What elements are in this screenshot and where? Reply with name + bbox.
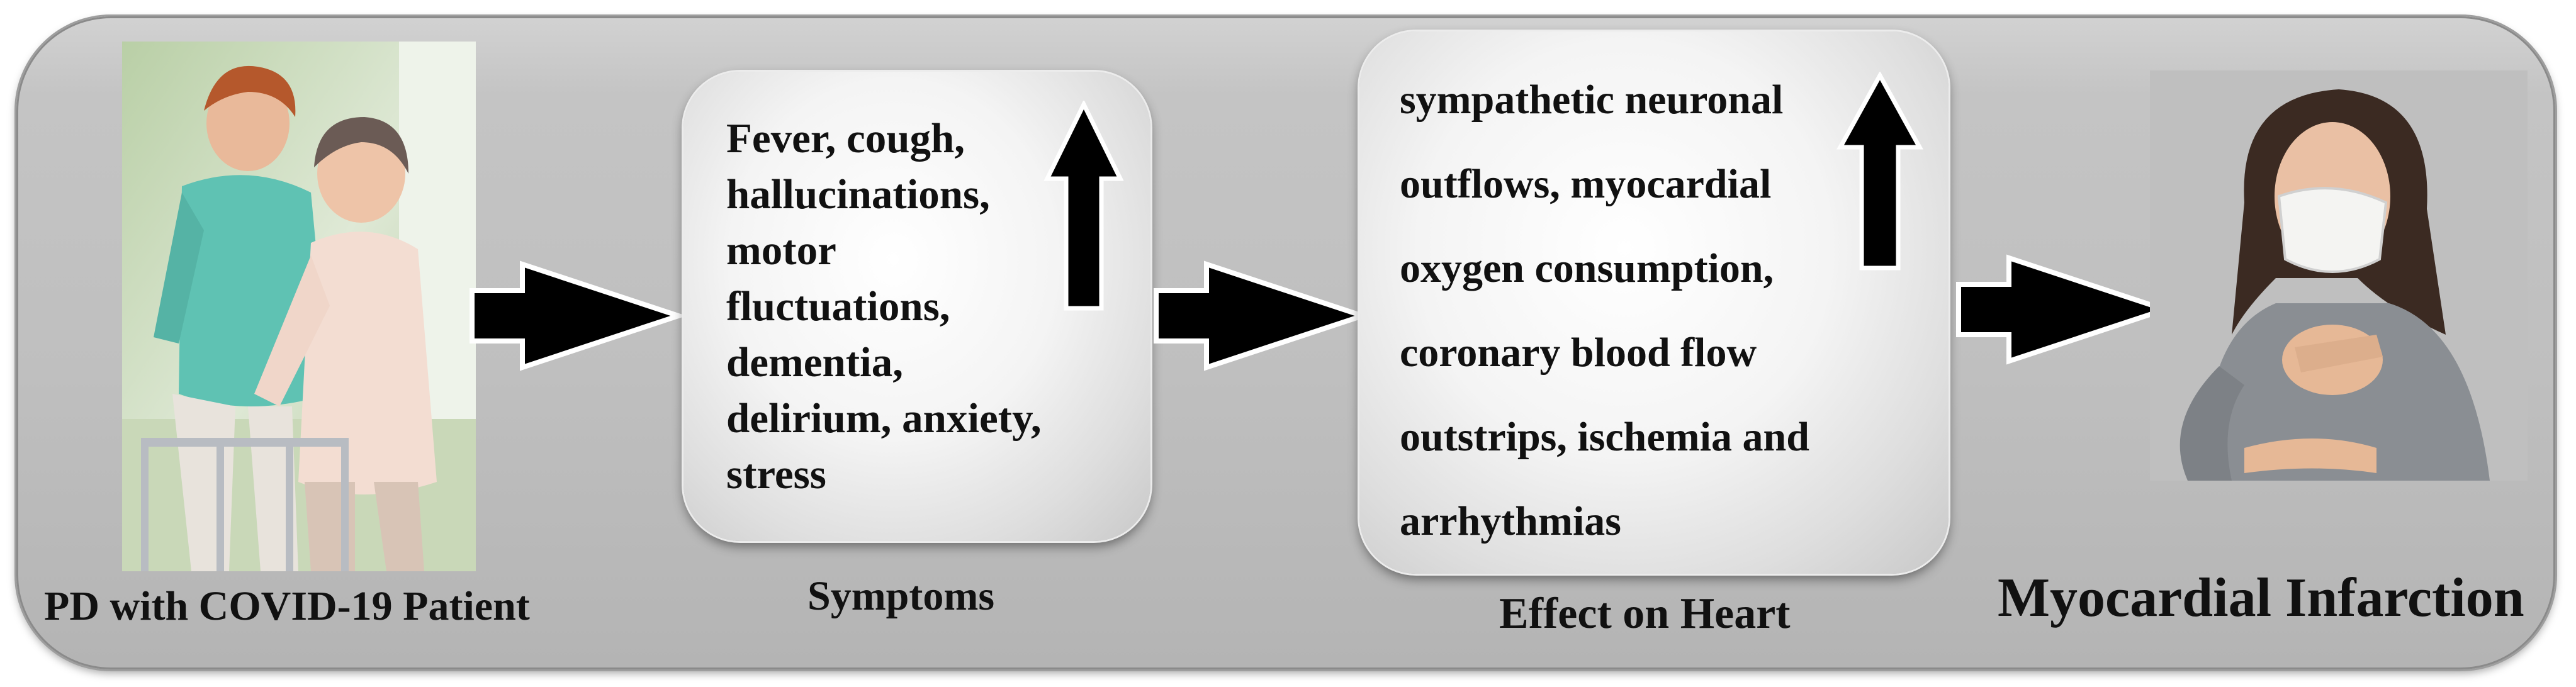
heart-effect-line: coronary blood flow xyxy=(1400,330,1757,376)
symptom-line: motor xyxy=(726,227,836,274)
caregiver-and-patient-image xyxy=(122,42,476,571)
heart-effect-line: oxygen consumption, xyxy=(1400,245,1774,291)
myocardial-infarction-label: Myocardial Infarction xyxy=(1998,567,2524,628)
symptoms-list: Fever, cough, hallucinations, motor fluc… xyxy=(726,111,1042,503)
heart-effect-line: outflows, myocardial xyxy=(1400,161,1772,207)
woman-holding-chest-image xyxy=(2150,70,2528,481)
heart-effect-list: sympathetic neuronal outflows, myocardia… xyxy=(1400,58,1809,564)
patient-label: PD with COVID-19 Patient xyxy=(44,583,530,629)
symptom-line: stress xyxy=(726,451,826,498)
up-arrow-icon xyxy=(1836,72,1923,272)
symptom-line: fluctuations, xyxy=(726,283,950,330)
symptom-line: hallucinations, xyxy=(726,171,990,218)
heart-effect-line: arrhythmias xyxy=(1400,498,1621,544)
up-arrow-icon xyxy=(1043,101,1124,312)
heart-effect-label: Effect on Heart xyxy=(1499,589,1791,638)
symptoms-label: Symptoms xyxy=(807,573,995,619)
heart-effect-line: sympathetic neuronal xyxy=(1400,77,1784,123)
heart-effect-line: outstrips, ischemia and xyxy=(1400,414,1809,460)
myocardial-infarction-photo xyxy=(2150,70,2528,481)
symptom-line: Fever, cough, xyxy=(726,115,965,162)
patient-photo xyxy=(122,42,476,571)
heart-effect-box: sympathetic neuronal outflows, myocardia… xyxy=(1359,31,1949,574)
right-arrow-icon xyxy=(1152,260,1366,371)
right-arrow-icon xyxy=(1955,254,2169,365)
symptoms-box: Fever, cough, hallucinations, motor fluc… xyxy=(683,72,1150,541)
symptom-line: delirium, anxiety, xyxy=(726,395,1042,442)
right-arrow-icon xyxy=(468,260,682,371)
symptom-line: dementia, xyxy=(726,339,903,386)
flow-diagram-frame: Fever, cough, hallucinations, motor fluc… xyxy=(16,16,2555,669)
